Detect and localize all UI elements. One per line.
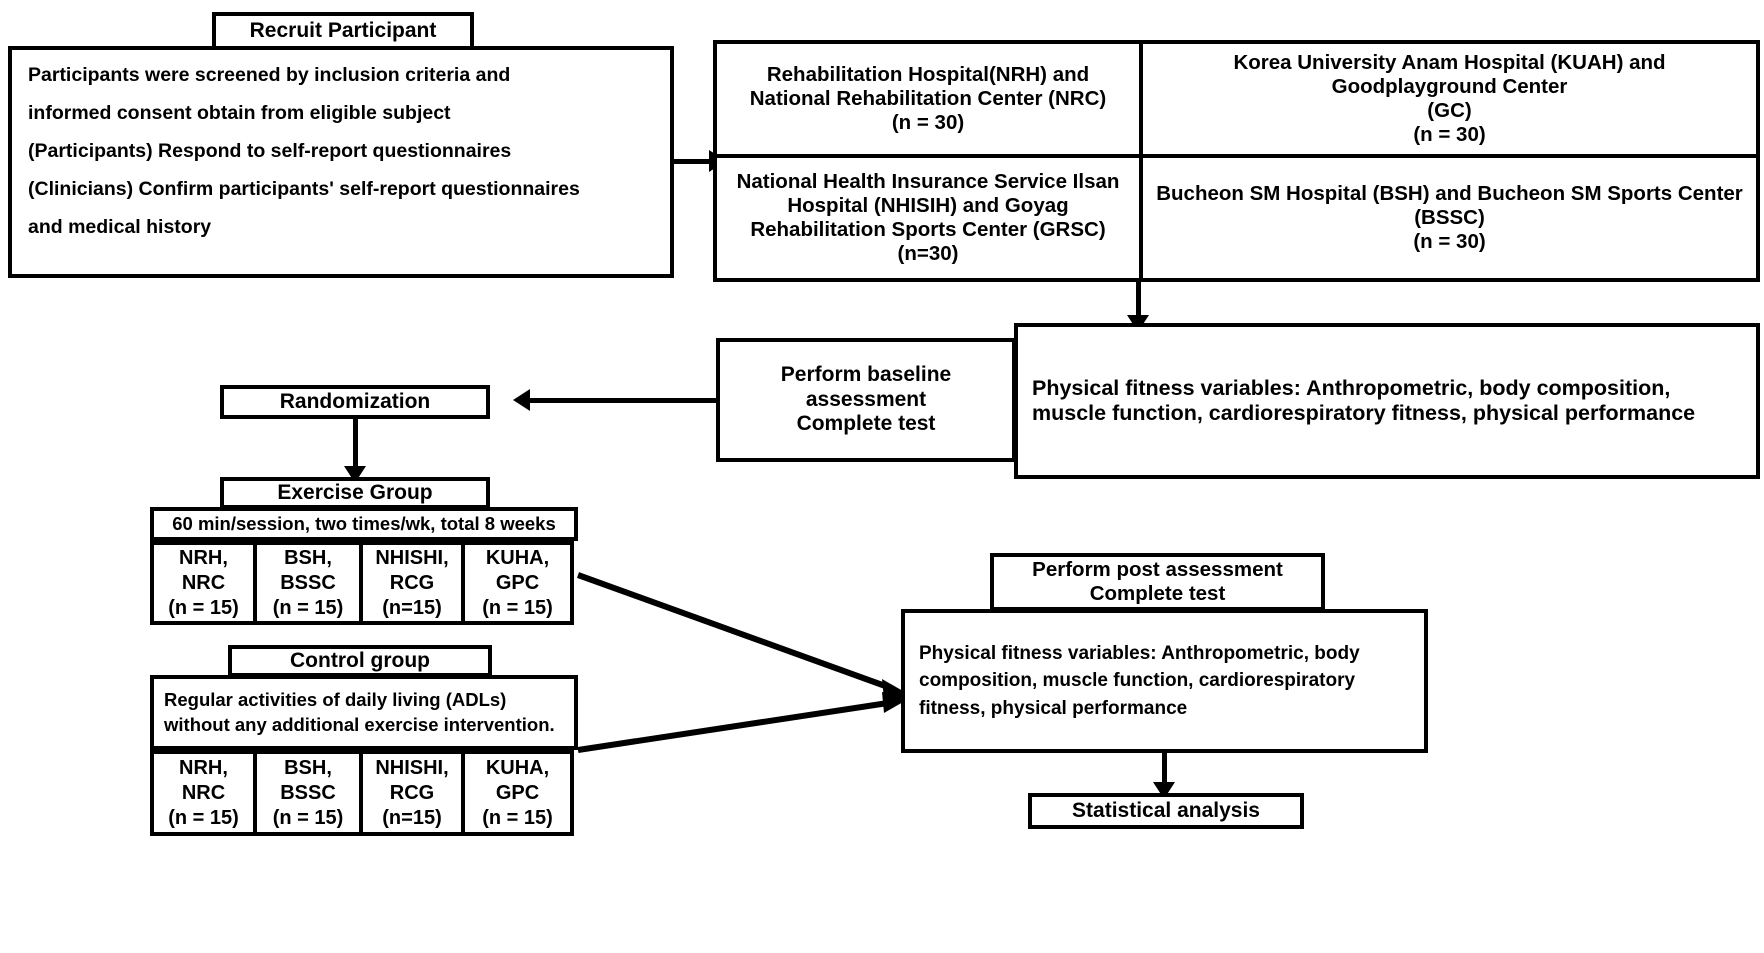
perform-post-assessment-header: Perform post assessment Complete test [990,553,1325,611]
exercise-cell-site-3: NHISHI, RCG [375,546,449,594]
connector-control-to-post-assessment [577,692,910,753]
control-cell-n-1: (n = 15) [168,806,239,829]
control-cell-site-2: BSH, BSSC [280,756,336,804]
control-group-description-box: Regular activities of daily living (ADLs… [150,675,578,750]
control-cell-bsh-bssc: BSH, BSSC (n = 15) [253,750,363,836]
control-cell-nhishi-rcg: NHISHI, RCG (n=15) [359,750,465,836]
control-cell-n-4: (n = 15) [482,806,553,829]
control-cell-nrh-nrc: NRH, NRC (n = 15) [150,750,257,836]
exercise-cell-kuha-gpc: KUHA, GPC (n = 15) [461,541,574,625]
post-assessment-variables-box: Physical fitness variables: Anthropometr… [901,609,1428,753]
exercise-group-protocol-box: 60 min/session, two times/wk, total 8 we… [150,507,578,541]
control-cell-site-4: KUHA, GPC [485,756,550,804]
connector-baseline-to-randomization [526,398,716,403]
exercise-cell-nrh-nrc: NRH, NRC (n = 15) [150,541,257,625]
exercise-group-cells: NRH, NRC (n = 15) BSH, BSSC (n = 15) NHI… [150,541,578,625]
control-group-header: Control group [228,645,492,677]
exercise-cell-site-4: KUHA, GPC [485,546,550,594]
exercise-group-header: Exercise Group [220,477,490,509]
recruit-participant-body-box: Participants were screened by inclusion … [8,46,674,278]
site-nrh-nrc: Rehabilitation Hospital(NRH) and Nationa… [713,40,1143,158]
arrowhead-baseline-to-randomization [513,389,530,411]
recruit-line-1: Participants were screened by inclusion … [28,64,511,86]
connector-sites-to-baseline-vars [1136,282,1141,322]
exercise-cell-n-1: (n = 15) [168,596,239,619]
recruit-line-5: and medical history [28,216,212,239]
site-nhisih-grsc: National Health Insurance Service Ilsan … [713,154,1143,282]
control-cell-n-3: (n=15) [382,806,442,829]
control-cell-n-2: (n = 15) [272,806,344,829]
exercise-cell-bsh-bssc: BSH, BSSC (n = 15) [253,541,363,625]
control-cell-site-1: NRH, NRC [179,756,228,804]
connector-randomization-to-exercise [353,419,358,474]
exercise-cell-n-3: (n=15) [382,596,442,619]
recruit-participant-header: Recruit Participant [212,12,474,50]
recruit-line-4: (Clinicians) Confirm participants' self-… [28,178,580,201]
exercise-cell-n-2: (n = 15) [272,596,344,619]
exercise-cell-site-2: BSH, BSSC [280,546,336,594]
perform-baseline-assessment-box: Perform baseline assessment Complete tes… [716,338,1016,462]
control-cell-kuha-gpc: KUHA, GPC (n = 15) [461,750,574,836]
connector-recruit-to-sites [674,159,711,164]
statistical-analysis-box: Statistical analysis [1028,793,1304,829]
site-bsh-bssc: Bucheon SM Hospital (BSH) and Bucheon SM… [1139,154,1760,282]
exercise-cell-n-4: (n = 15) [482,596,553,619]
control-cell-site-3: NHISHI, RCG [375,756,449,804]
control-group-cells: NRH, NRC (n = 15) BSH, BSSC (n = 15) NHI… [150,750,578,836]
exercise-cell-nhishi-rcg: NHISHI, RCG (n=15) [359,541,465,625]
exercise-cell-site-1: NRH, NRC [179,546,228,594]
recruit-line-3: (Participants) Respond to self-report qu… [28,140,512,163]
connector-post-to-statistical [1162,753,1167,789]
site-kuah-gc: Korea University Anam Hospital (KUAH) an… [1139,40,1760,158]
randomization-box: Randomization [220,385,490,419]
recruit-line-2: informed consent obtain from eligible su… [28,102,451,125]
baseline-physical-fitness-variables-box: Physical fitness variables: Anthropometr… [1014,323,1760,479]
